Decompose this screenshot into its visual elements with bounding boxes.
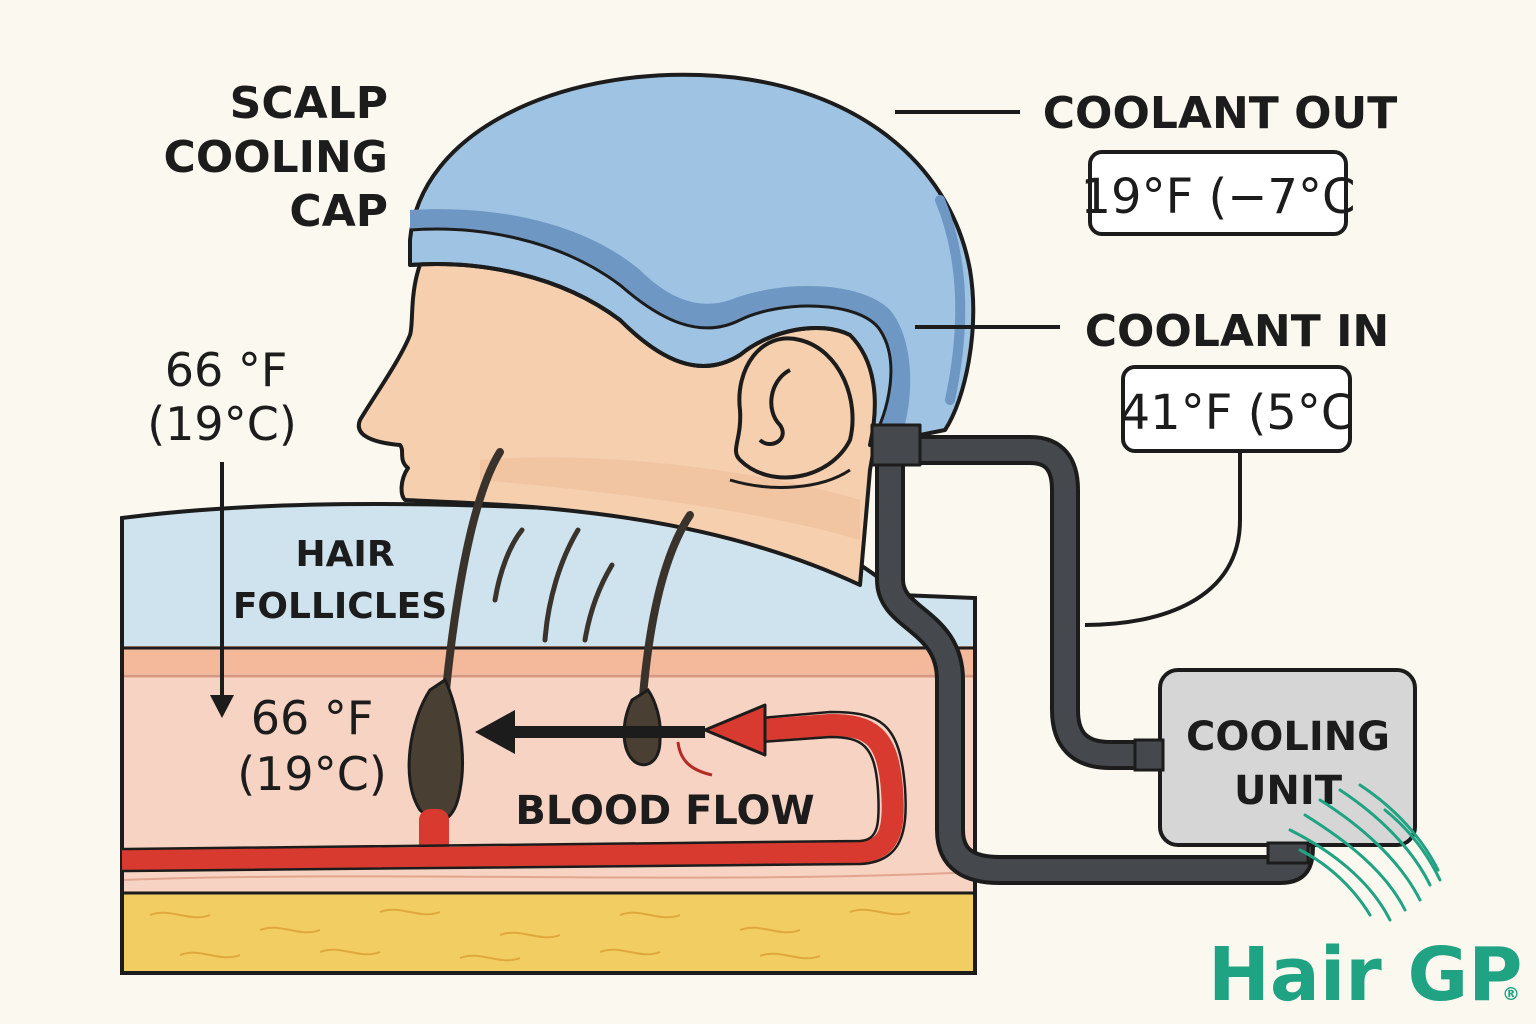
coolant-out-label: COOLANT OUT [1043, 88, 1398, 139]
brand-swoosh-icon [1288, 783, 1442, 922]
cooling-unit-label-line1: COOLING [1186, 714, 1390, 760]
ambient-temp-c: (19°C) [147, 397, 297, 451]
cooling-unit-port-in [1266, 841, 1310, 865]
leader-lines [220, 110, 1242, 700]
jaw-line [729, 468, 851, 489]
brand-registered-mark: ® [1502, 984, 1520, 1005]
cooling-unit-port-out [1133, 738, 1165, 772]
blood-vessel-edge [121, 710, 907, 873]
cooling-unit [1133, 668, 1417, 865]
cap-label-line1: SCALP [230, 78, 388, 129]
follicles-label-line1: HAIR [295, 534, 394, 575]
cooling-cap [408, 72, 976, 447]
coolant-in-temp-box [1121, 365, 1352, 453]
ear-inner [758, 368, 792, 446]
scalp-temp-f: 66 °F [251, 691, 374, 745]
coolant-tubes [870, 423, 1315, 885]
tube-out [889, 439, 1176, 766]
tube-connector [870, 423, 922, 467]
coolant-in-temp: 41°F (5°C [1120, 385, 1355, 441]
capillary [676, 741, 713, 777]
hair-follicles [407, 448, 713, 822]
cap-rim [409, 262, 851, 369]
neck-shadow [480, 457, 860, 540]
coolant-in-label: COOLANT IN [1085, 306, 1390, 357]
ambient-temp-f: 66 °F [165, 343, 288, 397]
blood-flow-arrowhead-black [475, 710, 515, 754]
coolant-in-temp-leader [1084, 452, 1242, 627]
cap-band-outline [409, 227, 893, 446]
cooling-unit-label-line2: UNIT [1234, 768, 1343, 814]
blood-vessel-body [121, 714, 904, 871]
coolant-out-temp-box [1088, 150, 1348, 236]
cap-label-line3: CAP [289, 186, 388, 237]
cap-label-line2: COOLING [164, 132, 388, 183]
epidermis-layer [122, 646, 975, 676]
fat-texture [149, 908, 911, 962]
follicles-label-line2: FOLLICLES [233, 586, 447, 627]
hair-strands [492, 527, 615, 643]
brand-logo: Hair GP ® [1208, 783, 1522, 1018]
cap-highlight [935, 195, 966, 405]
fat-layer [122, 893, 975, 973]
blood-flow-arrowhead-red [703, 703, 767, 757]
blood-vessel [121, 703, 907, 873]
tube-in [879, 439, 1311, 881]
coolant-out-temp: 19°F (−7°C [1081, 169, 1356, 225]
dermis-lower-line [121, 871, 976, 881]
ambient-temp-arrowhead [210, 695, 234, 718]
scalp-temp-c: (19°C) [237, 747, 387, 801]
brand-name: Hair GP [1208, 932, 1522, 1018]
blood-flow-label: BLOOD FLOW [515, 788, 814, 834]
